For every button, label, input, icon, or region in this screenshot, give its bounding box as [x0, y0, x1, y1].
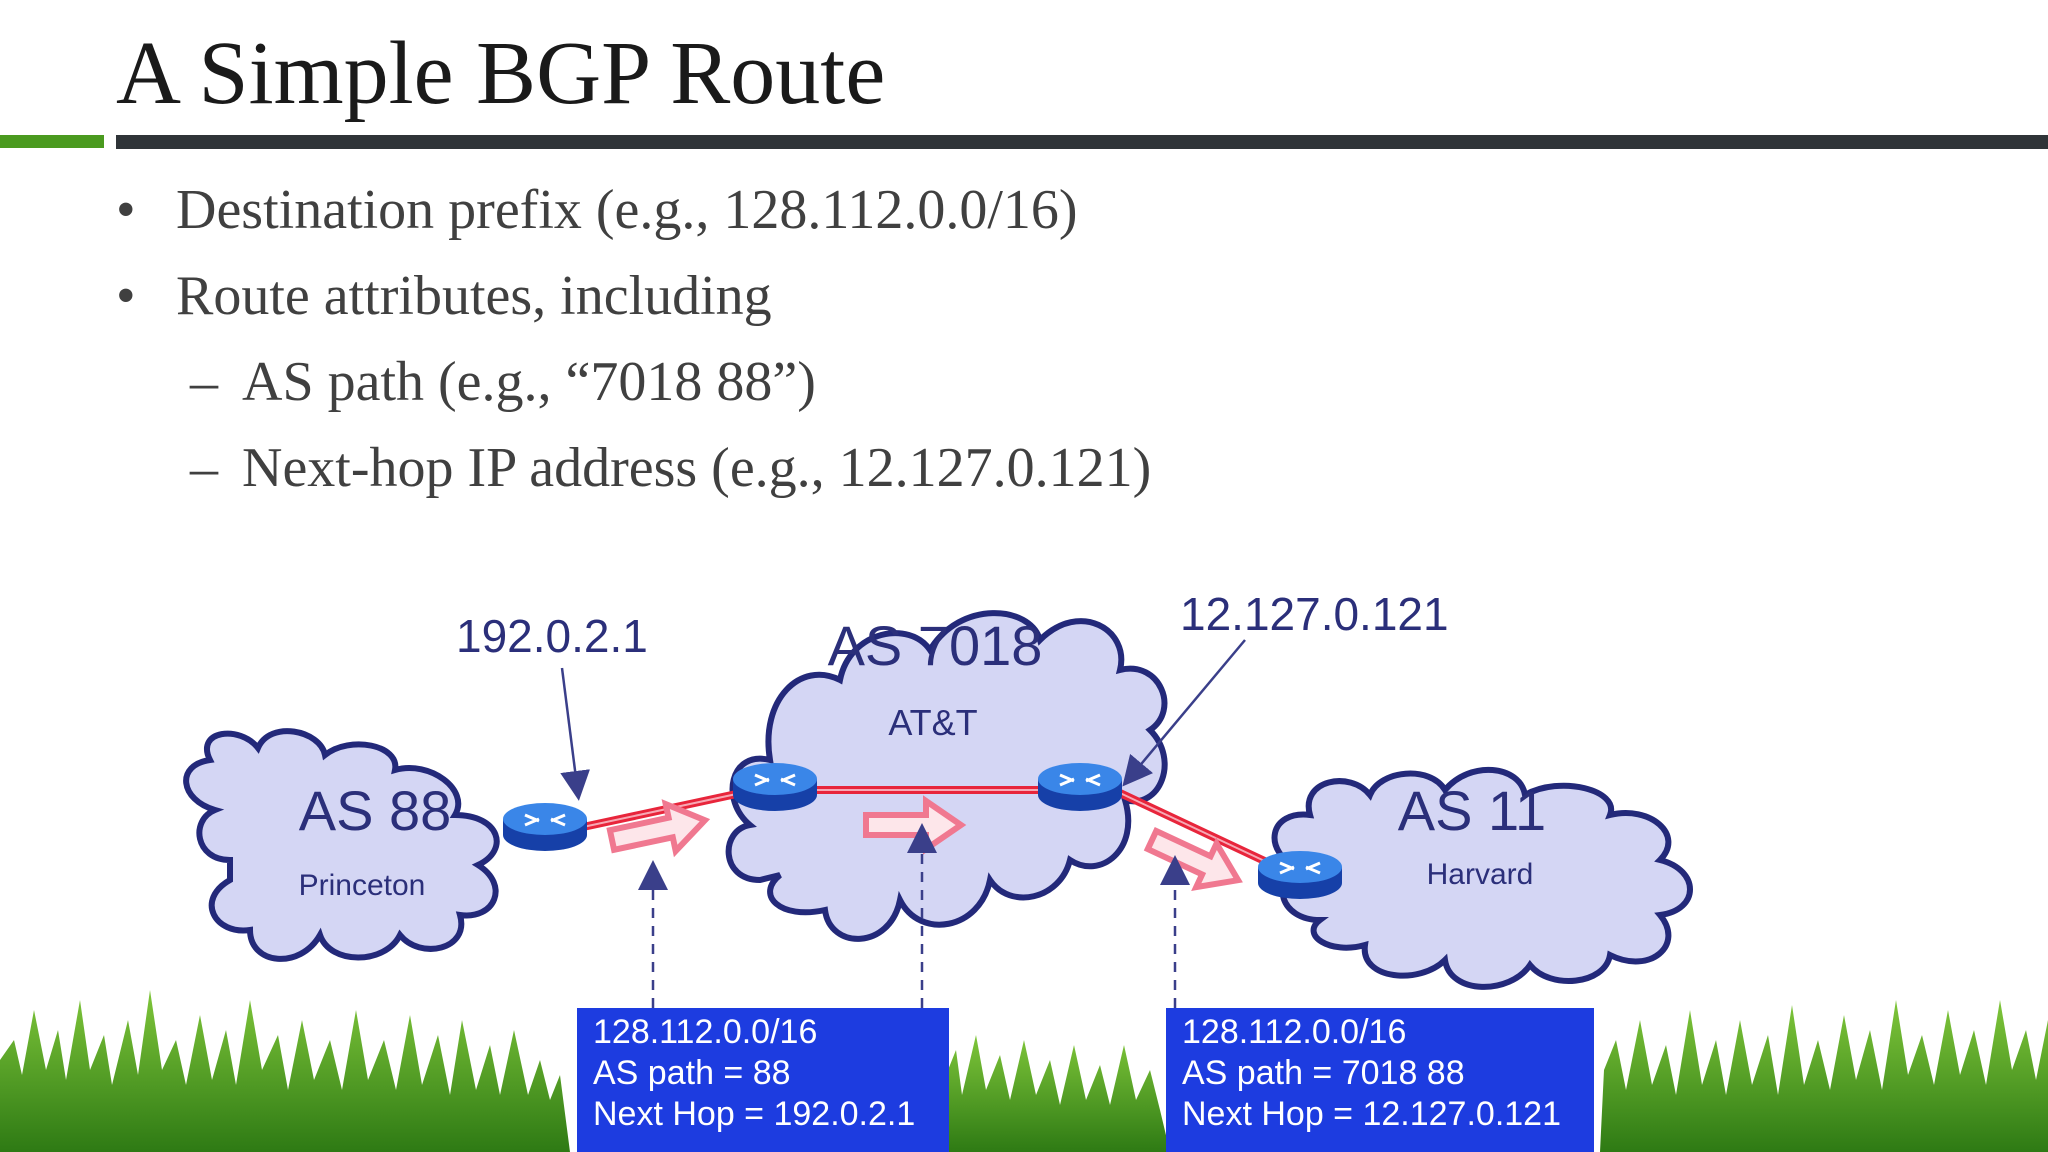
cloud-as88: [183, 728, 500, 962]
router-icon: [1258, 851, 1342, 899]
ip-label-att: 12.127.0.121: [1180, 588, 1449, 640]
bullet-mark: •: [116, 265, 136, 327]
route-prefix: 128.112.0.0/16: [593, 1013, 818, 1051]
bullet-text: Destination prefix (e.g., 128.112.0.0/16…: [176, 179, 1078, 241]
cloud-as11: [1271, 766, 1693, 990]
bullet-mark: –: [190, 437, 218, 499]
ip-pointer-arrows: [560, 639, 1246, 801]
cloud-as7018-label: AT&T: [888, 702, 977, 743]
cloud-as7018: [725, 610, 1168, 942]
route-next-hop: Next Hop = 12.127.0.121: [1182, 1095, 1561, 1133]
route-direction-arrows: [606, 795, 1243, 892]
sub-bullet-item: –Next-hop IP address (e.g., 12.127.0.121…: [190, 436, 1151, 500]
router-icon: [503, 803, 587, 851]
bullet-mark: –: [190, 351, 218, 413]
bullet-text: Route attributes, including: [176, 265, 772, 327]
bullet-text: Next-hop IP address (e.g., 12.127.0.121): [242, 437, 1152, 499]
bullet-item: • Destination prefix (e.g., 128.112.0.0/1…: [116, 178, 1078, 242]
route-as-path: AS path = 7018 88: [1182, 1054, 1465, 1092]
sub-bullet-item: –AS path (e.g., “7018 88”): [190, 350, 816, 414]
title-rule: [116, 135, 2048, 149]
grass-decoration: [0, 990, 2048, 1152]
cloud-as11-name: AS 11: [1398, 779, 1546, 842]
bullet-mark: •: [116, 179, 136, 241]
route-box-pointers: [638, 823, 1190, 1008]
cloud-as7018-name: AS 7018: [828, 614, 1043, 677]
cloud-as88-name: AS 88: [299, 779, 452, 842]
ip-label-princeton: 192.0.2.1: [456, 610, 648, 662]
cloud-as88-label: Princeton: [299, 869, 426, 902]
router-icon: [733, 763, 817, 811]
route-info-box: 128.112.0.0/16 AS path = 88 Next Hop = 1…: [577, 1008, 949, 1152]
route-next-hop: Next Hop = 192.0.2.1: [593, 1095, 916, 1133]
title-accent-bar: [0, 135, 104, 148]
bullet-item: • Route attributes, including: [116, 264, 772, 328]
route-info-box: 128.112.0.0/16 AS path = 7018 88 Next Ho…: [1166, 1008, 1594, 1152]
slide-title: A Simple BGP Route: [116, 24, 886, 123]
bullet-text: AS path (e.g., “7018 88”): [242, 351, 816, 413]
router-icon: [1038, 763, 1122, 811]
cloud-as11-label: Harvard: [1427, 858, 1534, 891]
route-as-path: AS path = 88: [593, 1054, 791, 1092]
route-prefix: 128.112.0.0/16: [1182, 1013, 1407, 1051]
